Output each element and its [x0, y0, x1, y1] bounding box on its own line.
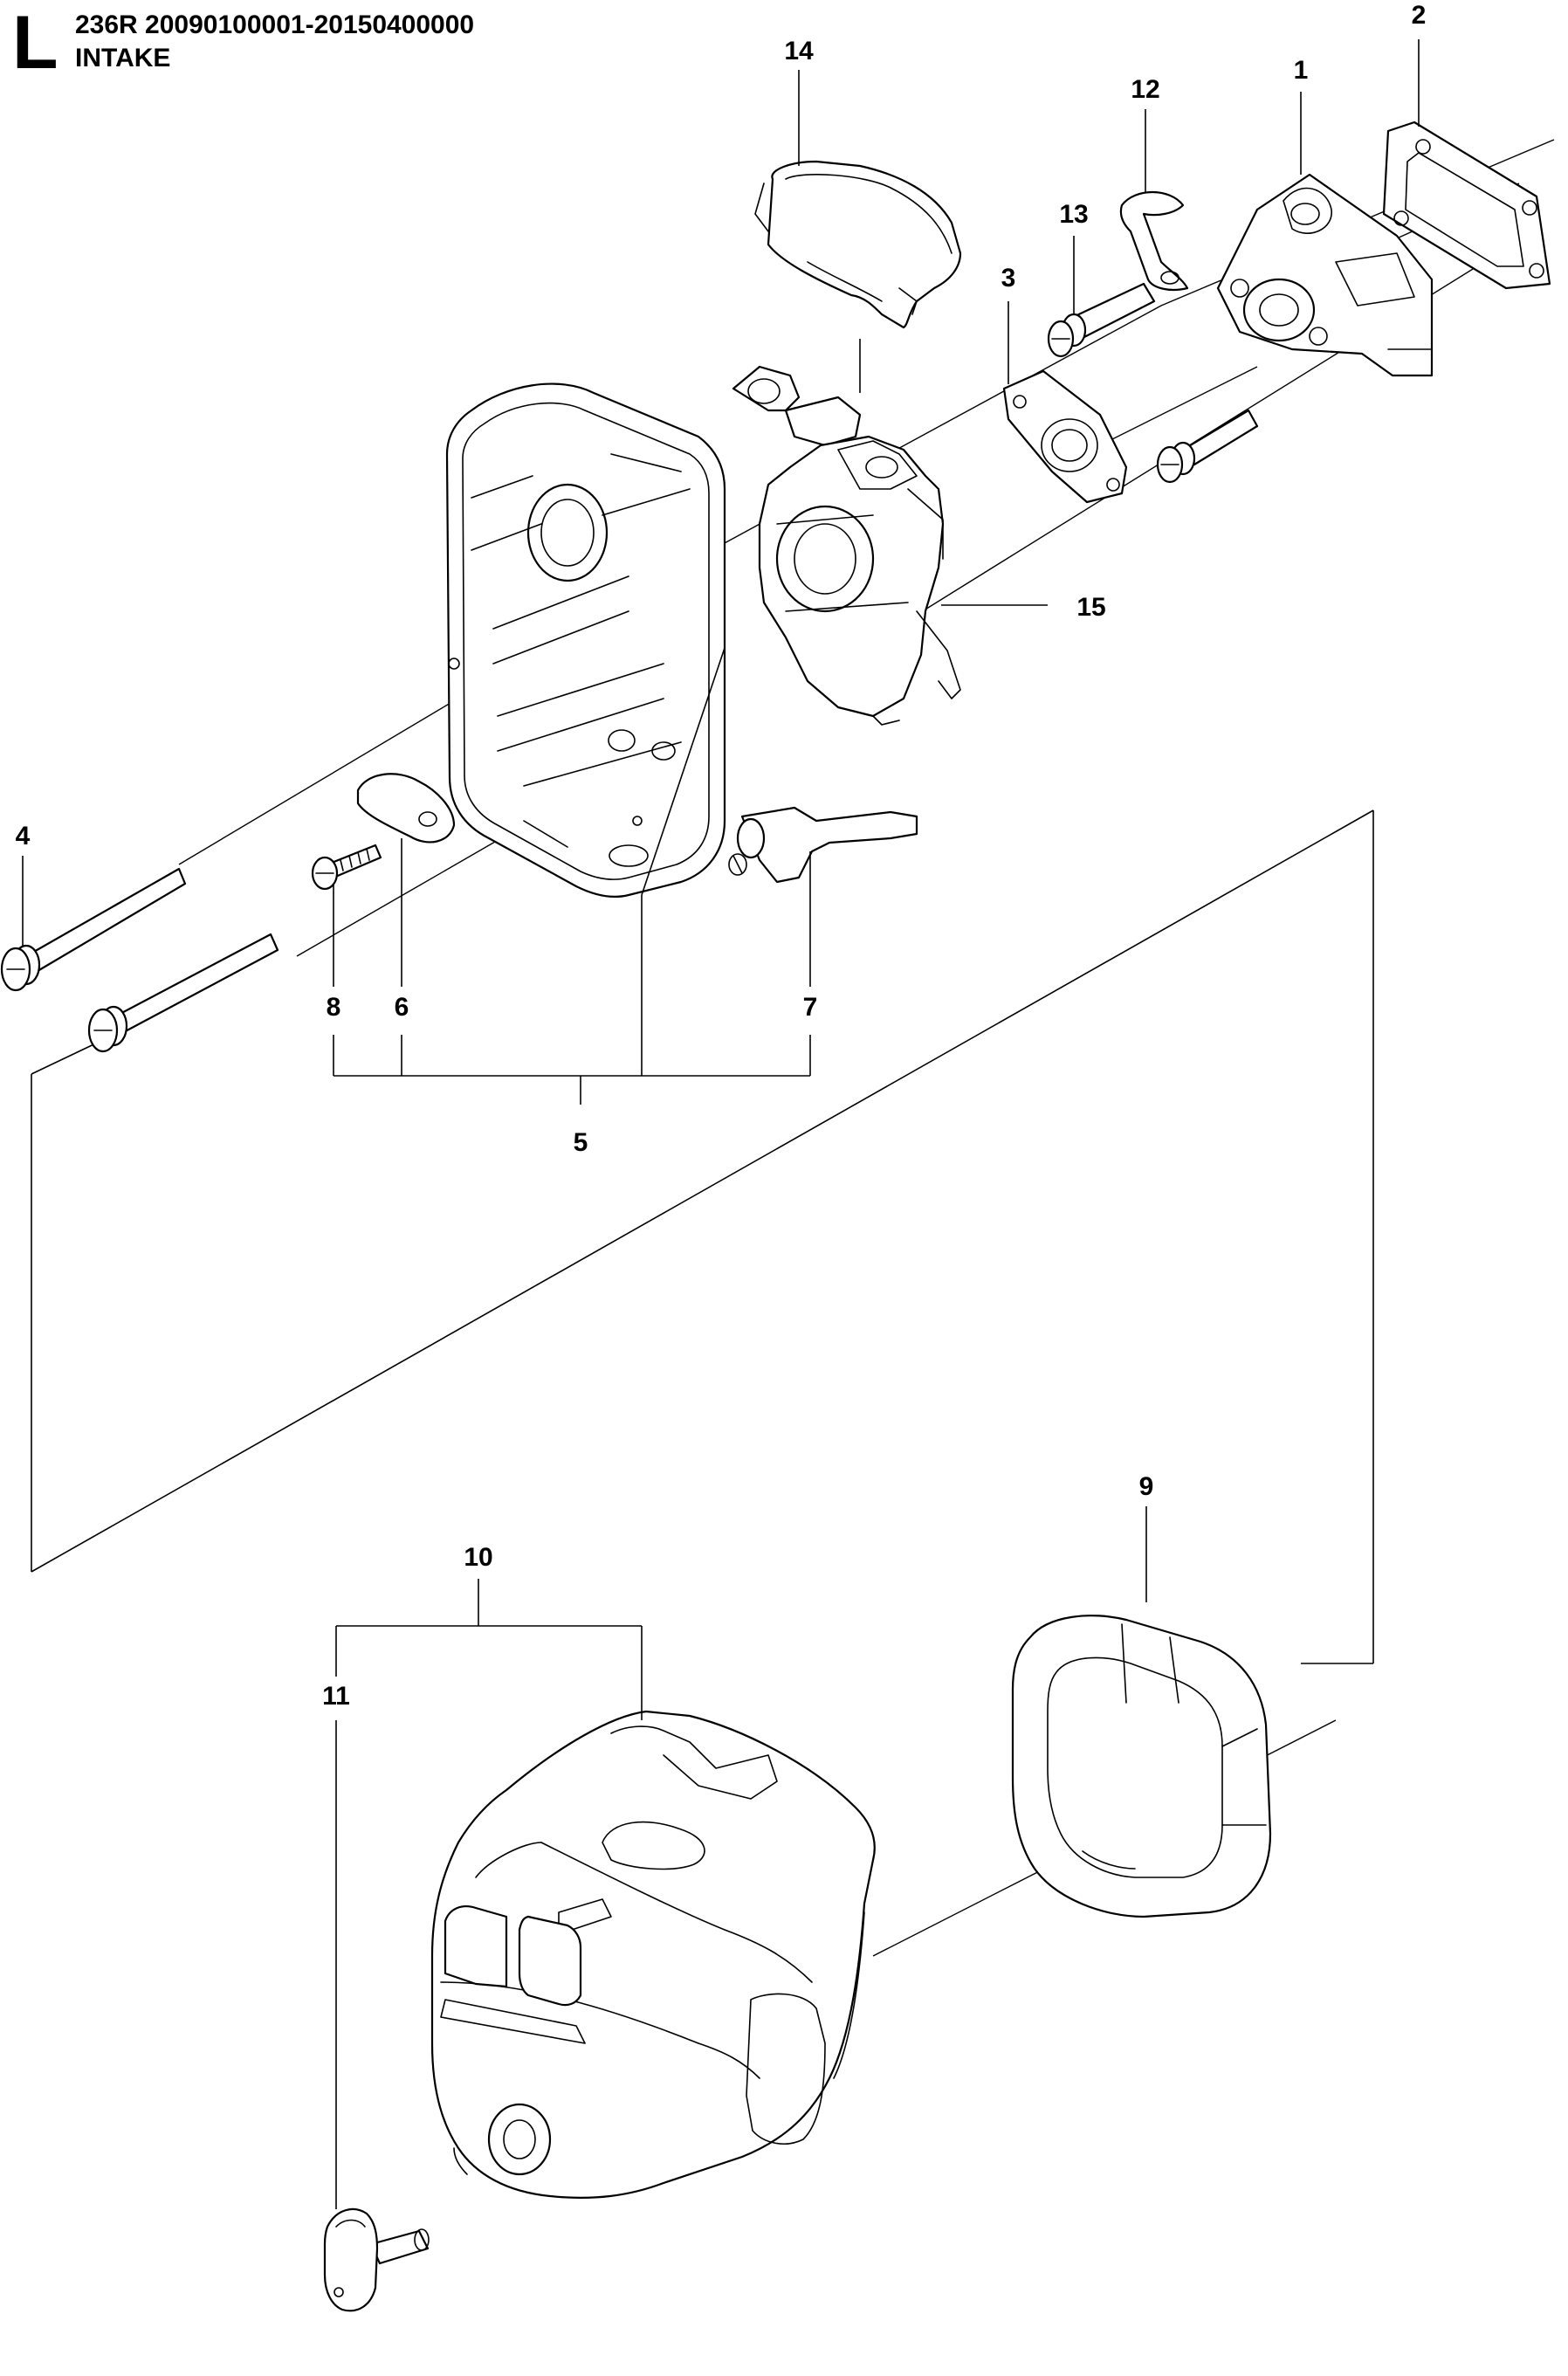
part-6-choke-plate[interactable] [356, 773, 456, 844]
part-12-clamp[interactable] [1119, 190, 1189, 292]
callout-13[interactable]: 13 [1059, 200, 1088, 229]
part-13-bolt[interactable] [1047, 282, 1156, 358]
part-7-choke-lever[interactable] [728, 806, 918, 884]
part-13-bolt-lower[interactable] [1156, 409, 1259, 484]
callout-1[interactable]: 1 [1294, 56, 1309, 85]
callout-3[interactable]: 3 [1001, 264, 1016, 293]
part-10-air-filter-cover[interactable] [430, 1710, 876, 2199]
model-line: 236R 20090100001-20150400000 [75, 10, 474, 39]
callout-12[interactable]: 12 [1131, 75, 1159, 104]
callout-labels: 1 2 3 4 5 6 7 8 9 10 11 12 13 14 15 [16, 1, 1427, 1711]
part-15-carburetor[interactable] [732, 365, 961, 726]
callout-2[interactable]: 2 [1412, 1, 1427, 30]
part-9-air-filter[interactable] [1011, 1615, 1272, 1918]
section-title: INTAKE [75, 44, 170, 72]
callout-leaders [22, 39, 1420, 2209]
assembly-axis-lines [178, 139, 1555, 1957]
callout-5[interactable]: 5 [574, 1128, 588, 1157]
callout-11[interactable]: 11 [322, 1682, 350, 1711]
part-5-air-filter-holder[interactable] [445, 382, 726, 899]
callout-9[interactable]: 9 [1139, 1472, 1154, 1501]
part-1-intake-flange[interactable] [1216, 173, 1434, 377]
part-4-bolt-upper[interactable] [0, 867, 187, 992]
part-11-cover-knob[interactable] [323, 2207, 430, 2312]
callout-8[interactable]: 8 [327, 993, 341, 1022]
callout-14[interactable]: 14 [784, 37, 814, 65]
part-4-bolt-lower[interactable] [87, 933, 279, 1053]
callout-6[interactable]: 6 [395, 993, 409, 1022]
assembly-boundary-lines [31, 809, 1374, 1664]
callout-4[interactable]: 4 [16, 822, 31, 851]
callout-15[interactable]: 15 [1076, 593, 1105, 622]
section-letter: L [12, 1, 58, 85]
part-3-gasket[interactable] [1002, 369, 1128, 504]
part-14-carburetor-cap[interactable] [754, 160, 962, 329]
callout-10[interactable]: 10 [464, 1543, 492, 1572]
callout-7[interactable]: 7 [803, 993, 818, 1022]
part-8-screw[interactable] [311, 844, 382, 891]
part-2-gasket[interactable] [1382, 121, 1551, 290]
